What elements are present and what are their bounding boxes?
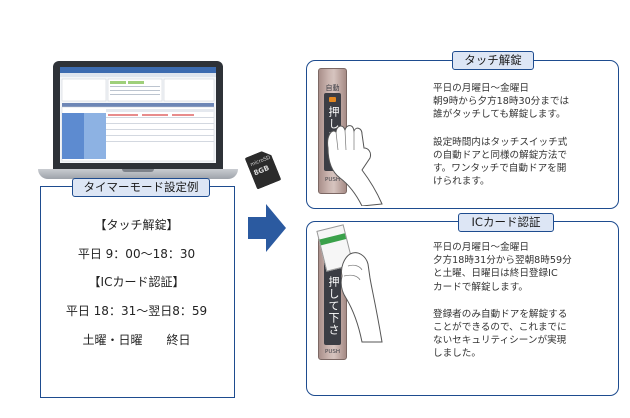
touch-desc-line: 平日の月曜日〜金曜日 bbox=[433, 83, 529, 94]
ic-card-heading: 【ICカード認証】 bbox=[88, 275, 185, 289]
right-arrow-icon bbox=[248, 204, 286, 252]
ic-card-weekday-hours: 平日 18：31〜翌日8：59 bbox=[65, 304, 208, 318]
laptop-screen bbox=[60, 67, 216, 163]
switch-push-text: 押して下さい bbox=[327, 276, 340, 336]
touch-desc-line: 設定時間内はタッチスイッチ式 bbox=[433, 136, 568, 148]
ic-desc-line: しました。 bbox=[433, 348, 481, 360]
ic-card-description: 平日の月曜日〜金曜日 夕方18時31分から翌朝8時59分 と土曜、日曜日は終日登… bbox=[433, 241, 611, 361]
hand-touching-switch-icon bbox=[327, 125, 383, 206]
touch-desc-line: 朝9時から夕方18時30分までは bbox=[433, 96, 570, 108]
ic-desc-line: カードで解錠します。 bbox=[433, 281, 528, 293]
touch-desc-line: の自動ドアと同様の解錠方法で bbox=[433, 149, 568, 161]
switch-plate: 押して下さい bbox=[324, 259, 341, 345]
ic-desc-line: 夕方18時31分から翌朝8時59分 bbox=[433, 255, 572, 267]
microsd-card-icon: microSD 8GB bbox=[245, 148, 282, 189]
paragraph-gap bbox=[433, 294, 611, 308]
touch-desc-line: けられます。 bbox=[433, 176, 490, 188]
ic-desc-line: と土曜、日曜日は終日登録IC bbox=[433, 268, 558, 280]
touch-desc-line: 誰がタッチしても解錠します。 bbox=[433, 109, 566, 121]
ic-desc-line: ないセキュリティシーンが実現 bbox=[433, 335, 567, 347]
laptop-base bbox=[38, 169, 238, 179]
hand-holding-card-icon bbox=[340, 252, 383, 343]
switch-led-icon bbox=[329, 97, 336, 102]
touch-desc-line: す。ワンタッチで自動ドアを開 bbox=[433, 163, 567, 175]
touch-unlock-tag: タッチ解錠 bbox=[452, 51, 534, 70]
ic-card-weekend-hours: 土曜・日曜 終日 bbox=[82, 333, 191, 347]
switch-auto-label: 自動 bbox=[325, 84, 340, 92]
switch-push-label: PUSH bbox=[325, 349, 340, 355]
paragraph-gap bbox=[433, 122, 611, 136]
touch-unlock-heading: 【タッチ解錠】 bbox=[94, 218, 179, 232]
touch-unlock-hours: 平日 9：00〜18：30 bbox=[77, 247, 196, 261]
settings-software-screenshot bbox=[60, 67, 216, 162]
touch-unlock-description: 平日の月曜日〜金曜日 朝9時から夕方18時30分までは 誰がタッチしても解錠しま… bbox=[433, 82, 611, 188]
ic-desc-line: ことができるので、これまでに bbox=[433, 322, 567, 334]
ic-desc-line: 登録者のみ自動ドアを解錠する bbox=[433, 308, 568, 320]
ic-desc-line: 平日の月曜日〜金曜日 bbox=[433, 242, 529, 253]
ic-card-tag: ICカード認証 bbox=[458, 213, 554, 232]
timer-mode-tag: タイマーモード設定例 bbox=[72, 178, 210, 197]
ic-card-stripe bbox=[319, 233, 347, 246]
laptop-notch bbox=[122, 169, 154, 172]
switch-push-label: PUSH bbox=[325, 177, 340, 183]
